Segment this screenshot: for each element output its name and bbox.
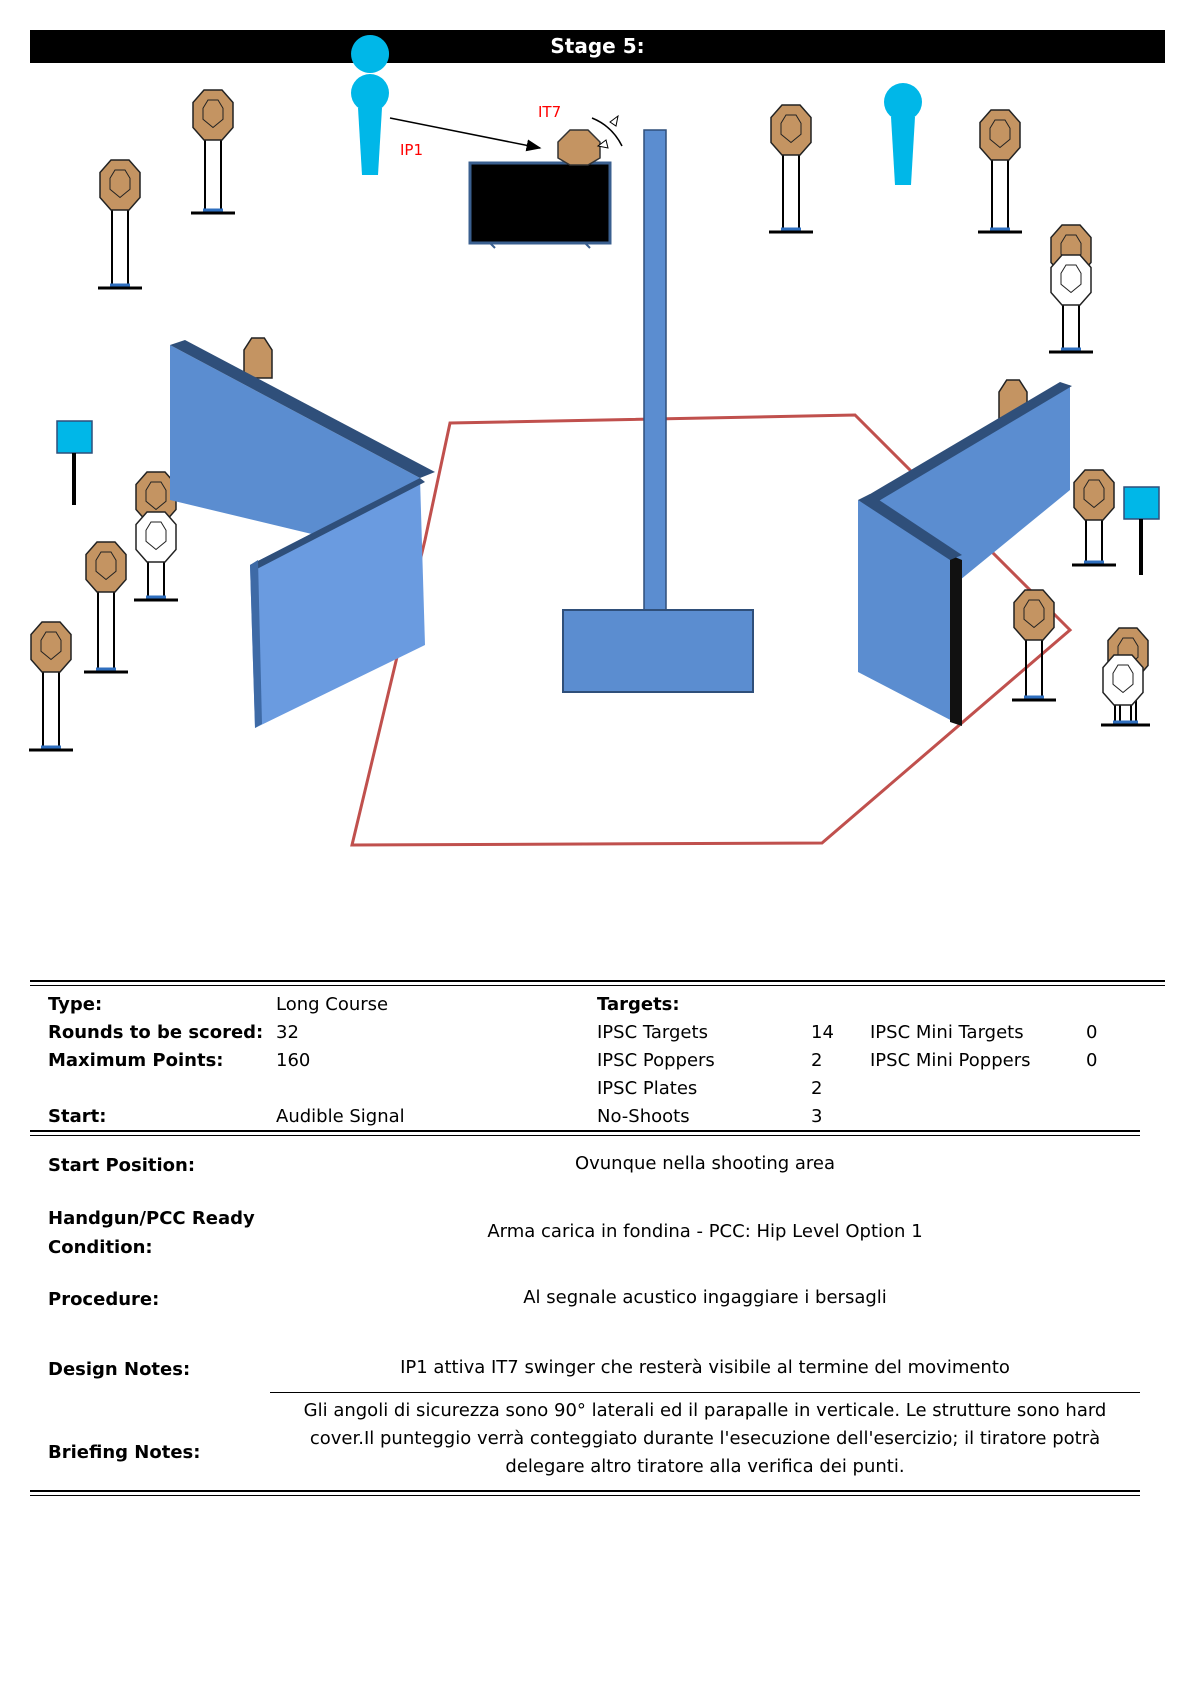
swinger-target-it7 (557, 114, 623, 166)
type-value: Long Course (276, 994, 389, 1015)
shooting-area-fault-line (350, 413, 1073, 847)
popper-ip1 (351, 35, 390, 175)
ip1-label: IP1 (400, 141, 423, 159)
ipsc-target (29, 621, 73, 752)
type-label: Type: (48, 994, 103, 1015)
wall-left-back (170, 340, 435, 560)
center-pole-barrier (562, 129, 754, 693)
ip1-activation-arrow (389, 117, 542, 152)
design-notes-value: IP1 attiva IT7 swinger che resterà visib… (400, 1357, 1010, 1378)
targets-label: Targets: (597, 994, 680, 1015)
plate-count-value: 2 (811, 1078, 823, 1099)
procedure-label: Procedure: (48, 1289, 160, 1310)
rounds-value: 32 (276, 1022, 299, 1043)
rounds-label: Rounds to be scored: (48, 1022, 264, 1043)
ipsc-target (978, 109, 1022, 234)
start-position-value: Ovunque nella shooting area (574, 1153, 836, 1174)
no-shoot-target (134, 511, 178, 602)
ipsc-target (191, 89, 235, 215)
stage-diagram: IT7 IP1 (29, 35, 1160, 847)
procedure-value: Al segnale acustico ingaggiare i bersagl… (523, 1287, 887, 1308)
max-points-label: Maximum Points: (48, 1050, 224, 1071)
briefing-notes-line-1: Gli angoli di sicurezza sono 90° lateral… (303, 1400, 1107, 1421)
target-count-name: IPSC Targets (597, 1022, 708, 1043)
steel-plate-left (56, 420, 93, 505)
wall-right-front (858, 494, 962, 726)
mini-popper-value: 0 (1086, 1050, 1098, 1071)
it7-label: IT7 (538, 103, 561, 121)
design-notes-label: Design Notes: (48, 1359, 191, 1380)
briefing-notes-label: Briefing Notes: (48, 1442, 201, 1463)
ipsc-target-behind-wall (243, 337, 273, 379)
ipsc-target (1012, 589, 1056, 702)
mini-target-name: IPSC Mini Targets (870, 1022, 1024, 1043)
ipsc-target (769, 104, 813, 234)
start-label: Start: (48, 1106, 107, 1127)
mini-target-value: 0 (1086, 1022, 1098, 1043)
briefing-notes-line-3: delegare altro tiratore alla verifica de… (505, 1456, 905, 1477)
no-shoot-target (1049, 254, 1093, 354)
plate-count-name: IPSC Plates (597, 1078, 698, 1099)
briefing-notes-line-2: cover.Il punteggio verrà conteggiato dur… (309, 1428, 1101, 1449)
target-count-value: 14 (811, 1022, 834, 1043)
mini-popper-name: IPSC Mini Poppers (870, 1050, 1031, 1071)
no-shoot-target (1101, 654, 1145, 727)
max-points-value: 160 (276, 1050, 311, 1071)
steel-plate-right (1123, 486, 1160, 575)
start-value: Audible Signal (276, 1106, 405, 1127)
wall-left-front (250, 478, 425, 728)
ready-condition-value: Arma carica in fondina - PCC: Hip Level … (487, 1221, 923, 1242)
ipsc-target (98, 159, 142, 290)
ready-condition-label-1: Handgun/PCC Ready (48, 1208, 255, 1229)
ipsc-target (84, 541, 128, 674)
popper-count-name: IPSC Poppers (597, 1050, 715, 1071)
hard-cover-barricade (468, 161, 612, 249)
stage-title: Stage 5: (30, 30, 1165, 63)
popper-right (884, 83, 922, 185)
start-position-label: Start Position: (48, 1155, 196, 1176)
ready-condition-label-2: Condition: (48, 1237, 153, 1258)
ipsc-target (1072, 469, 1116, 567)
ipsc-targets (29, 89, 1150, 752)
noshoot-count-value: 3 (811, 1106, 823, 1127)
popper-count-value: 2 (811, 1050, 823, 1071)
noshoot-count-name: No-Shoots (597, 1106, 690, 1127)
